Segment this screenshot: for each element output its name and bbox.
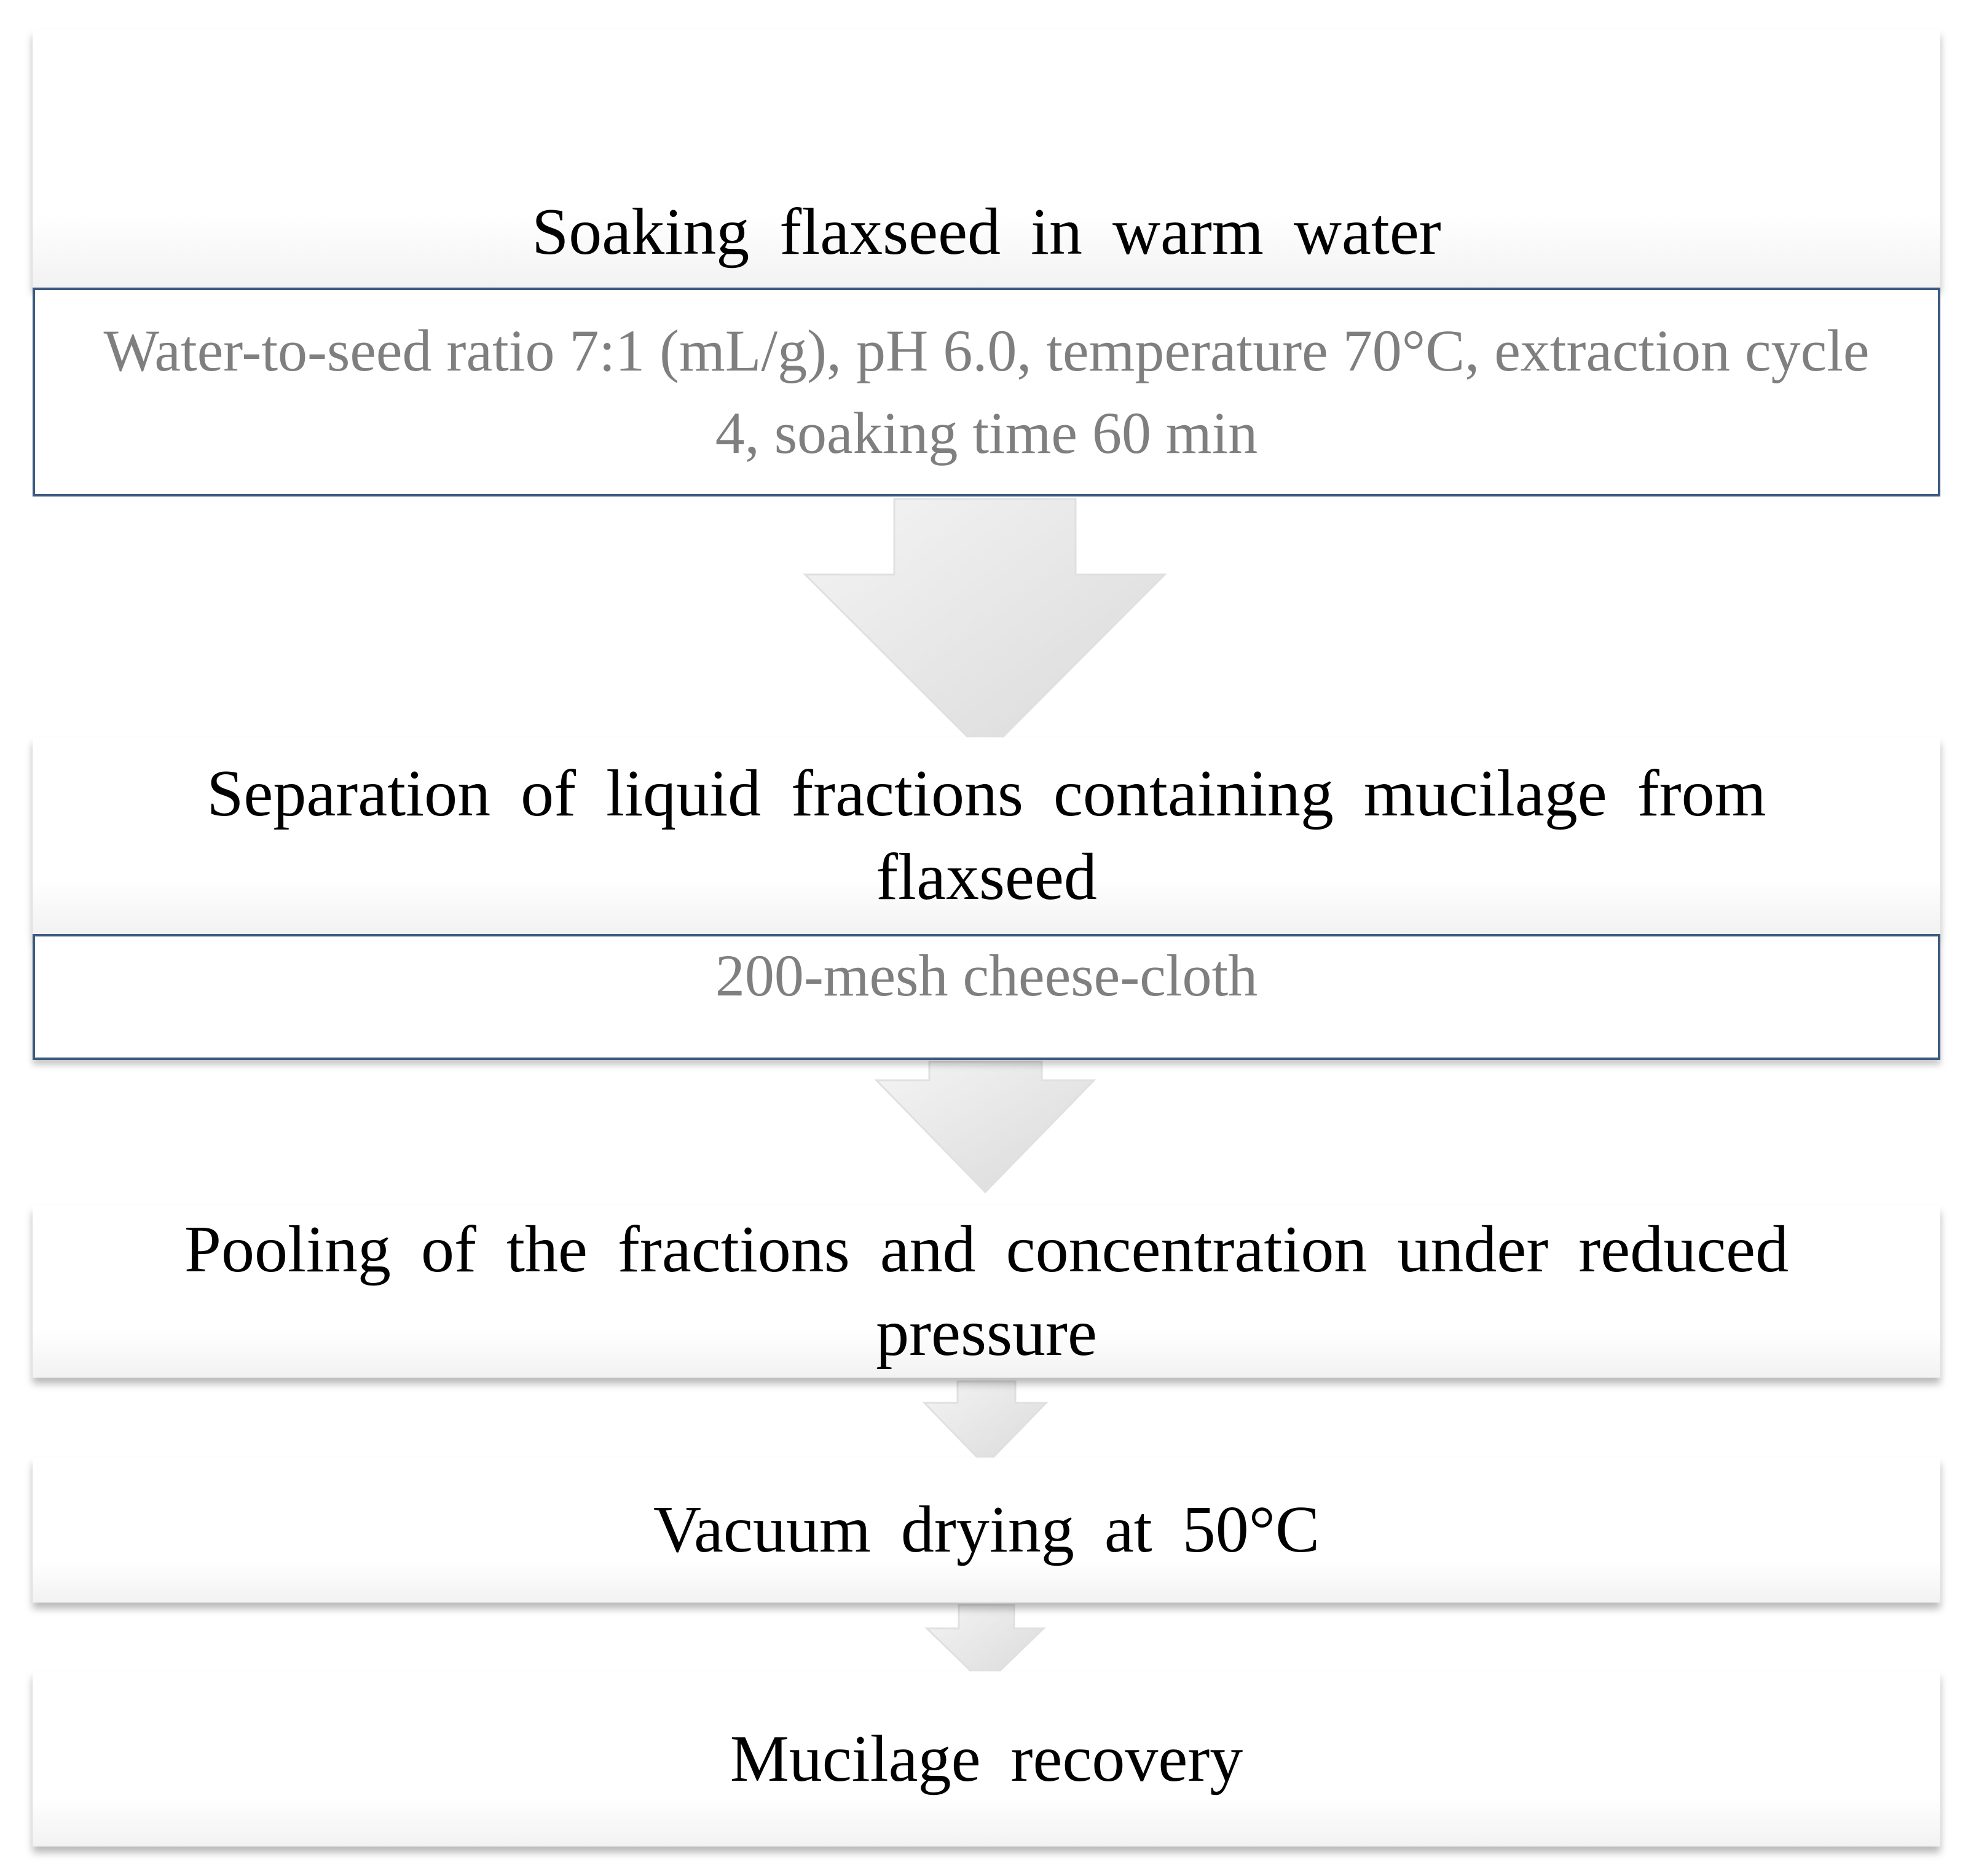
arrow-down-icon — [922, 1380, 1049, 1467]
step-vacuum-drying: Vacuum drying at 50°C — [33, 1458, 1940, 1603]
step-separation-conditions: 200-mesh cheese-cloth — [33, 934, 1940, 1060]
step-soaking: Soaking flaxseed in warm water — [33, 29, 1940, 288]
step-label: Vacuum drying at 50°C — [653, 1493, 1320, 1566]
step-label: Pooling of the fractions and concentrati… — [184, 1213, 1789, 1370]
step-separation: Separation of liquid fractions containin… — [33, 737, 1940, 934]
step-soaking-conditions: Water-to-seed ratio 7:1 (mL/g), pH 6.0, … — [33, 288, 1940, 496]
arrow-down-icon — [803, 498, 1167, 756]
arrow-down-icon — [874, 1061, 1096, 1194]
step-pooling: Pooling of the fractions and concentrati… — [33, 1206, 1940, 1378]
step-label: Separation of liquid fractions containin… — [207, 757, 1766, 914]
step-note: Water-to-seed ratio 7:1 (mL/g), pH 6.0, … — [103, 318, 1870, 466]
step-mucilage-recovery: Mucilage recovery — [33, 1671, 1940, 1847]
step-note: 200-mesh cheese-cloth — [715, 942, 1258, 1008]
step-label: Soaking flaxseed in warm water — [532, 195, 1441, 269]
step-label: Mucilage recovery — [730, 1722, 1243, 1796]
